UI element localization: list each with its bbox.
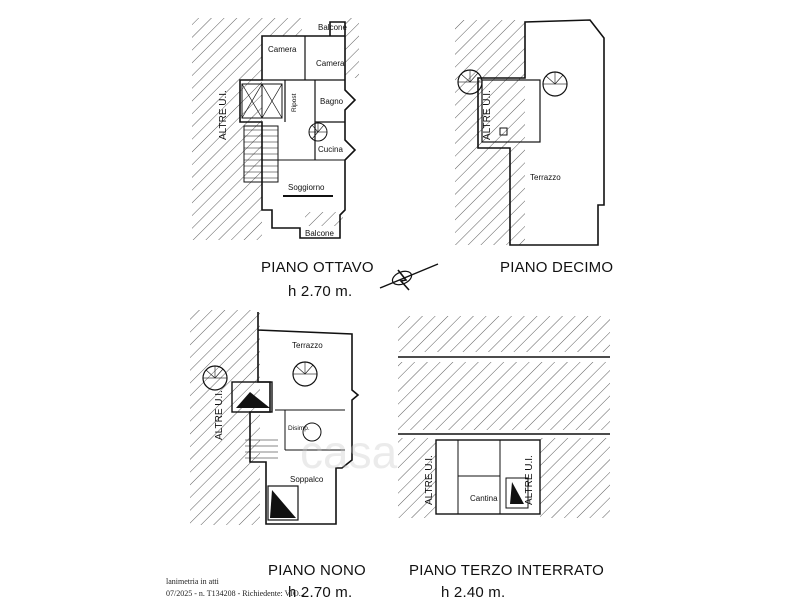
- label-altre-ui-nono: ALTRE U.I.: [214, 390, 225, 440]
- label-camera-2: Camera: [316, 59, 345, 68]
- label-cantina: Cantina: [470, 494, 498, 503]
- label-altre-ui-decimo: ALTRE U.I.: [482, 90, 493, 140]
- label-soggiorno: Soggiorno: [288, 183, 325, 192]
- label-ripost: Ripost: [291, 93, 298, 112]
- plan-ottavo: Camera Camera Balcone Bagno Cucina Soggi…: [192, 18, 359, 240]
- label-terrazzo-nono: Terrazzo: [292, 341, 323, 350]
- plan-nono: Terrazzo Disimp. Soppalco ALTRE U.I.: [190, 310, 360, 525]
- label-camera-1: Camera: [268, 45, 297, 54]
- title-piano-ottavo: PIANO OTTAVO: [261, 259, 374, 276]
- label-altre-ui-ottavo: ALTRE U.I.: [218, 90, 229, 140]
- height-piano-terzo-interrato: h 2.40 m.: [441, 584, 506, 601]
- label-altre-ui-interrato-2: ALTRE U.I.: [524, 455, 535, 505]
- plan-decimo: Terrazzo ALTRE U.I.: [455, 19, 605, 246]
- height-piano-nono: h 2.70 m.: [288, 584, 353, 601]
- label-bagno: Bagno: [320, 97, 344, 106]
- label-soppalco: Soppalco: [290, 475, 324, 484]
- title-piano-terzo-interrato: PIANO TERZO INTERRATO: [409, 562, 605, 579]
- footer-line-2: 07/2025 - n. T134208 - Richiedente: VIO.…: [166, 589, 305, 598]
- north-arrow-icon: [379, 263, 439, 291]
- label-cucina: Cucina: [318, 145, 343, 154]
- plan-terzo-interrato: Cantina ALTRE U.I. ALTRE U.I.: [398, 316, 610, 518]
- label-altre-ui-interrato-1: ALTRE U.I.: [424, 455, 435, 505]
- title-piano-decimo: PIANO DECIMO: [500, 259, 614, 276]
- title-piano-nono: PIANO NONO: [268, 562, 366, 579]
- footer-line-1: lanimetria in atti: [166, 577, 219, 586]
- label-balcone-2: Balcone: [305, 229, 334, 238]
- watermark: casa: [300, 426, 398, 478]
- label-terrazzo-decimo: Terrazzo: [530, 173, 561, 182]
- label-balcone-1: Balcone: [318, 23, 347, 32]
- label-disimp: Disimp.: [288, 425, 310, 432]
- height-piano-ottavo: h 2.70 m.: [288, 283, 353, 300]
